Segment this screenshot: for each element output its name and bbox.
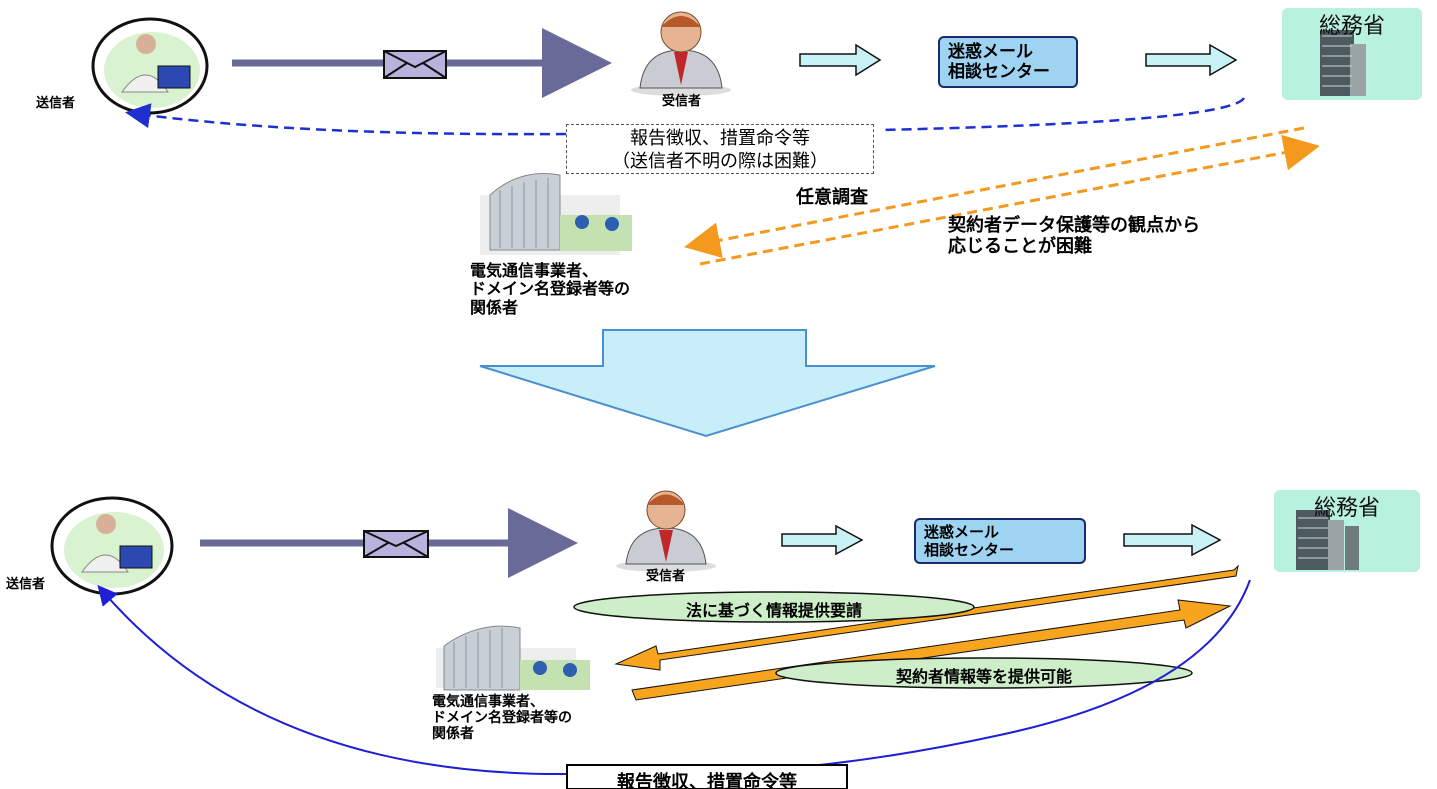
provide-ellipse [775, 657, 1193, 689]
center-line-1-top: 迷惑メール [948, 42, 1033, 62]
receiver-icon-bottom [616, 490, 716, 572]
sender-label-top: 送信者 [36, 96, 76, 111]
sender-icon-top [91, 17, 209, 115]
forward-arrow-1-bottom [781, 524, 864, 556]
report-box-top: 報告徴収、措置命令等 （送信者不明の際は困難） [566, 124, 874, 174]
difficulty-label: 契約者データ保護等の観点から 応じることが困難 [948, 215, 1200, 257]
voluntary-label: 任意調査 [796, 187, 868, 208]
sender-icon-bottom [50, 496, 174, 596]
request-ellipse [573, 591, 975, 623]
envelope-icon-top [383, 50, 447, 79]
forward-arrow-2-bottom [1123, 523, 1222, 557]
center-line-2-top: 相談センター [948, 62, 1050, 83]
voluntary-request-arrow [684, 126, 1305, 259]
ministry-label-bottom: 総務省 [1313, 496, 1380, 521]
sender-label-bottom: 送信者 [6, 577, 46, 592]
parties-label-top: 電気通信事業者、 ドメイン名登録者等の 関係者 [470, 261, 631, 317]
consultation-center-top: 迷惑メール 相談センター [938, 36, 1078, 88]
consultation-center-bottom: 迷惑メール 相談センター [914, 518, 1086, 564]
ministry-building-top [1282, 8, 1422, 100]
forward-arrow-2-top [1145, 43, 1238, 77]
provide-label: 契約者情報等を提供可能 [895, 667, 1072, 686]
envelope-icon-bottom [363, 530, 429, 558]
parties-label-bottom: 電気通信事業者、 ドメイン名登録者等の 関係者 [432, 694, 572, 743]
center-line-1-bottom: 迷惑メール [924, 523, 1000, 541]
transition-arrow [479, 329, 936, 438]
parties-building-bottom [436, 625, 590, 691]
difficulty-response-arrow [699, 134, 1320, 266]
receiver-icon-top [631, 11, 731, 96]
report-curve-top [130, 98, 1246, 134]
request-label: 法に基づく情報提供要請 [685, 601, 862, 620]
info-request-arrow [614, 564, 1239, 671]
receiver-label-top: 受信者 [662, 94, 702, 109]
report-box-bottom: 報告徴収、措置命令等 [566, 764, 848, 789]
center-line-2-bottom: 相談センター [924, 541, 1015, 559]
ministry-building-bottom [1274, 490, 1420, 572]
forward-arrow-1-top [799, 43, 882, 77]
ministry-label-top: 総務省 [1318, 14, 1385, 39]
receiver-label-bottom: 受信者 [646, 569, 686, 584]
parties-building-top [480, 173, 632, 255]
